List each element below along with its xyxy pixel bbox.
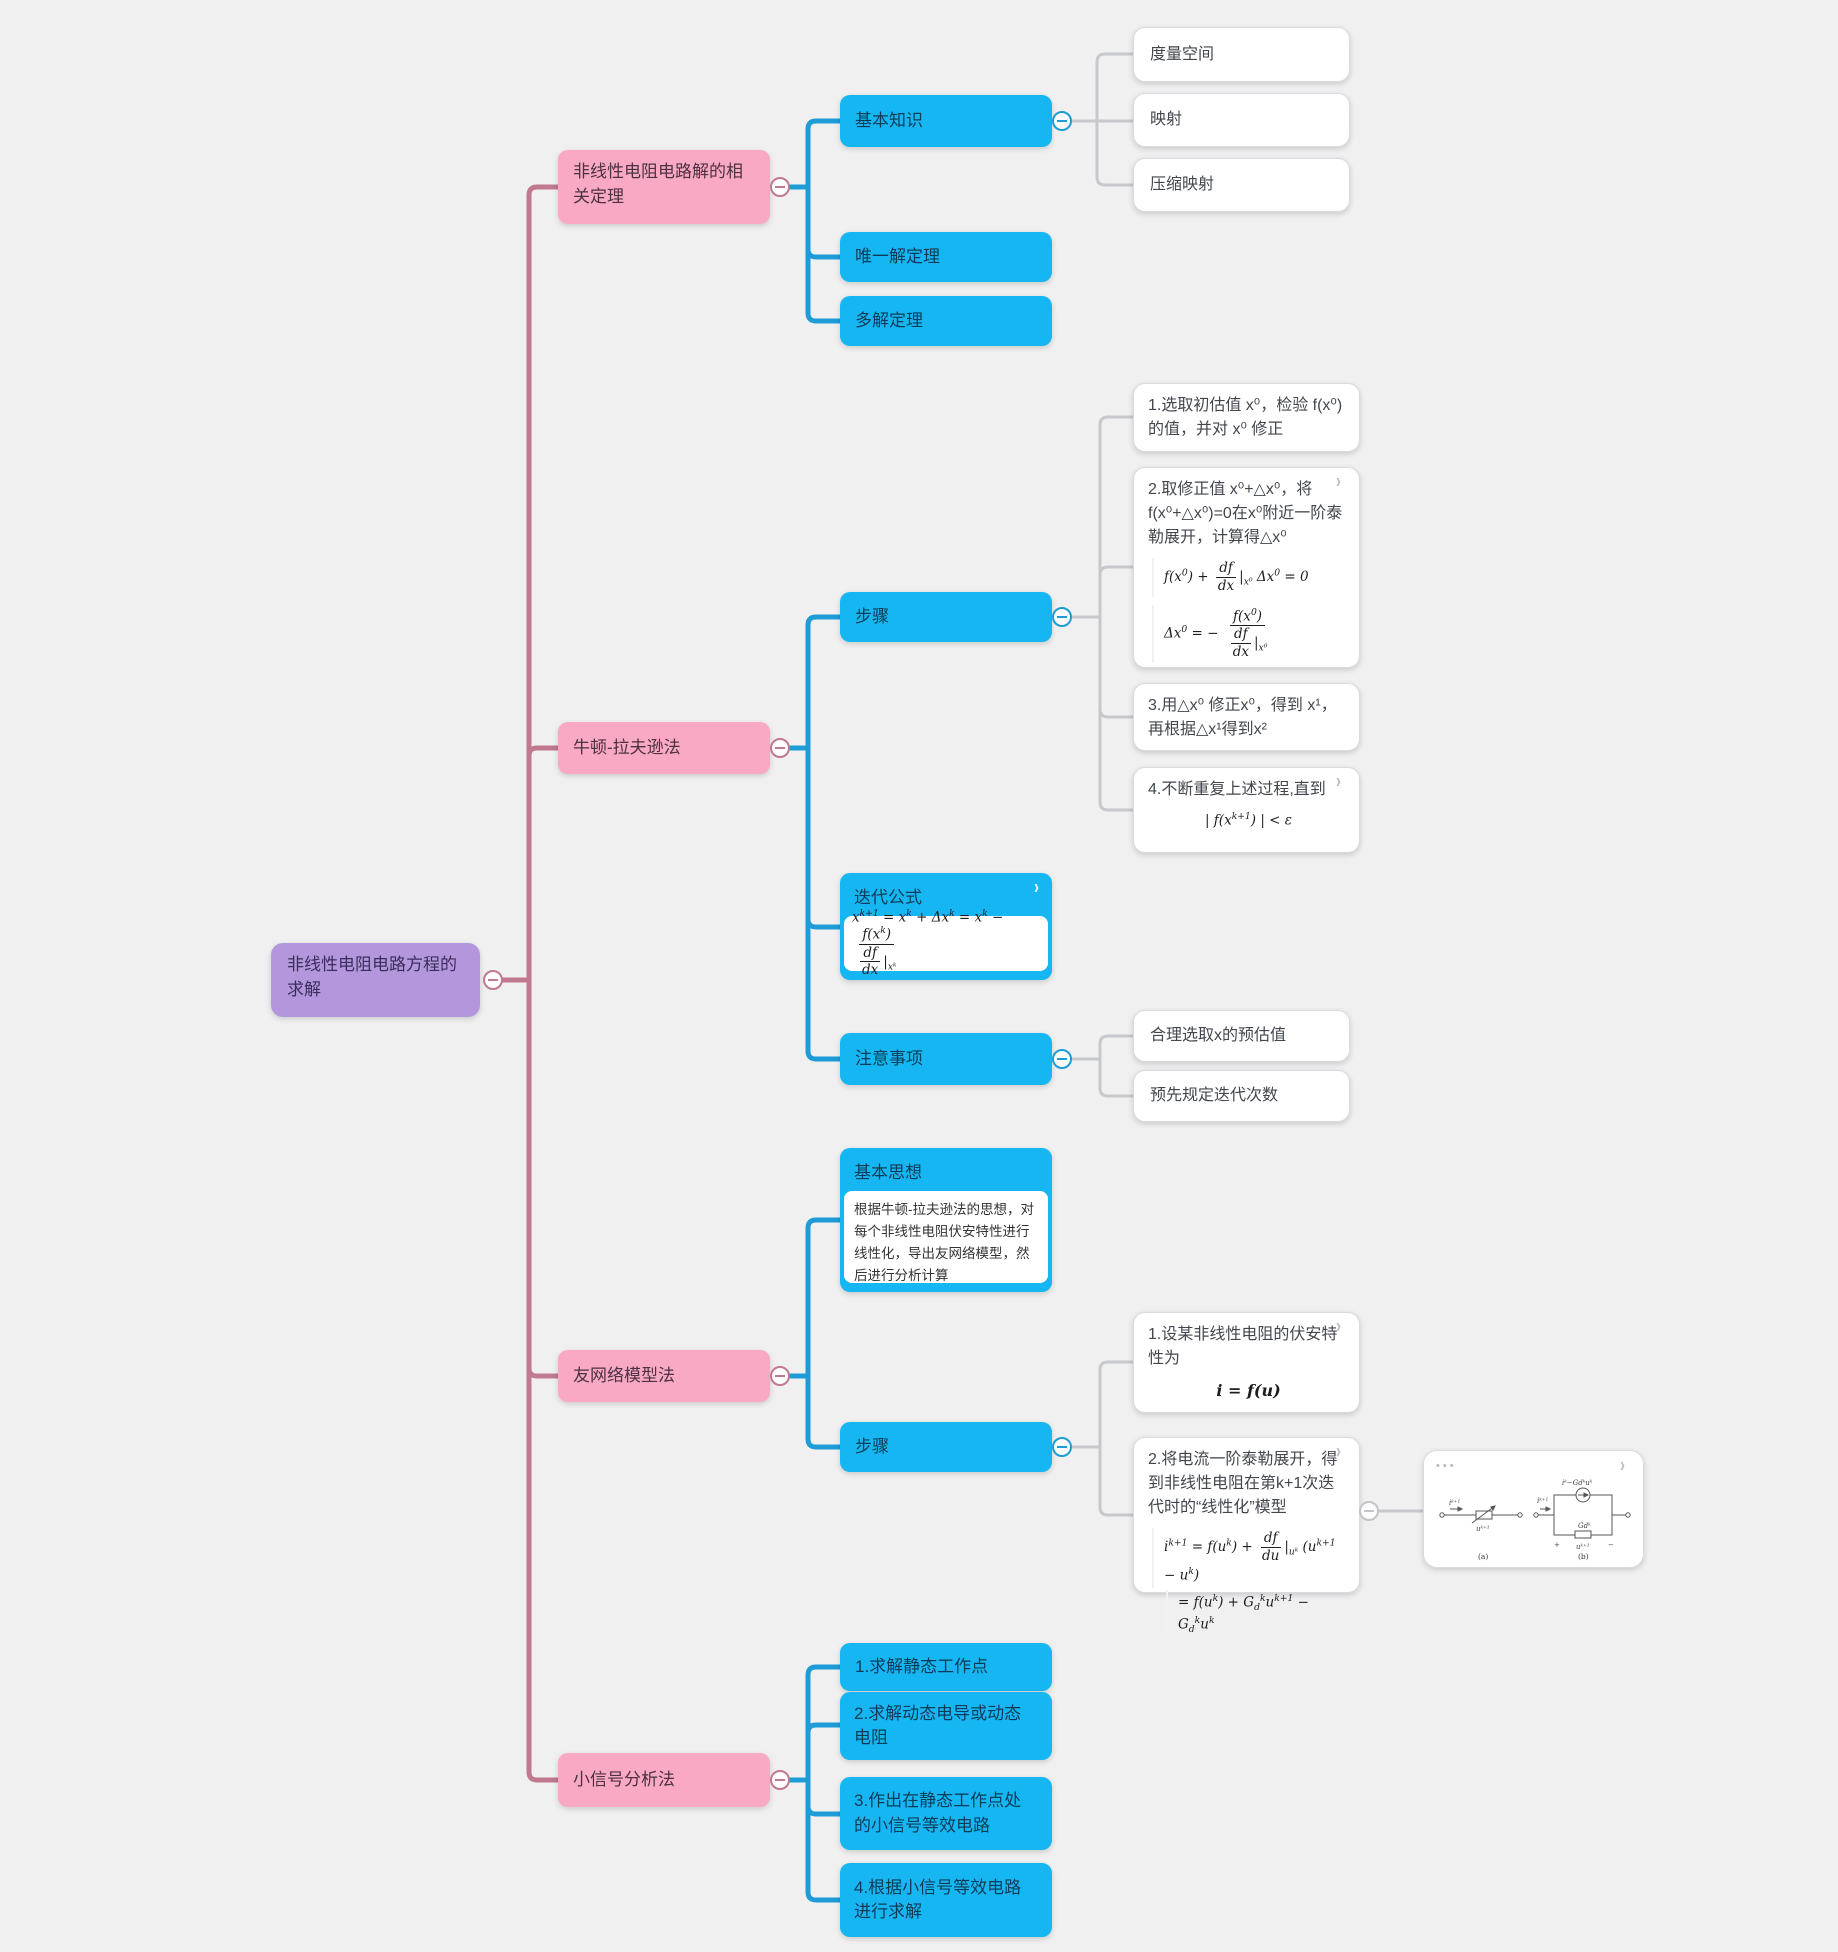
label-ib: iᵏ⁺¹ [1537, 1497, 1548, 1505]
leaf-contraction-mapping[interactable]: 压缩映射 [1133, 158, 1350, 212]
topic-basic-knowledge[interactable]: 基本知识 [840, 95, 1052, 147]
leaf-mapping[interactable]: 映射 [1133, 93, 1350, 147]
collapse-toggle-theorems[interactable] [770, 177, 790, 197]
leaf-label: 4.不断重复上述过程,直到 [1148, 781, 1326, 798]
leaf-label: 合理选取x的预估值 [1150, 1027, 1287, 1044]
topic-label: 1.求解静态工作点 [855, 1656, 989, 1676]
collapse-toggle-basic-knowledge[interactable] [1052, 111, 1072, 131]
topic-label: 3.作出在静态工作点处的小信号等效电路 [854, 1791, 1022, 1835]
topic-steps-newton[interactable]: 步骤 [840, 592, 1052, 642]
expand-icon-newton-step2[interactable]: › [1336, 470, 1341, 493]
more-icon: ••• [1436, 1460, 1457, 1472]
blue-branch-lines [787, 118, 843, 1903]
topic-multiple-solution-theorem[interactable]: 多解定理 [840, 296, 1052, 346]
newton-step4-formula: | f(xk+1) | < ε [1204, 811, 1293, 829]
topic-label: 基本思想 [854, 1163, 922, 1182]
root-topic[interactable]: 非线性电阻电路方程的求解 [271, 943, 480, 1017]
collapse-toggle-small-signal[interactable] [770, 1770, 790, 1790]
label-source: iᵏ−Gdᵏuᵏ [1562, 1479, 1593, 1487]
leaf-label: 压缩映射 [1150, 176, 1215, 193]
topic-label: 非线性电阻电路解的相关定理 [573, 162, 743, 206]
topic-ss-step-1[interactable]: 1.求解静态工作点 [840, 1643, 1052, 1691]
topic-label: 步骤 [855, 1436, 889, 1456]
caption-a: (a) [1478, 1552, 1488, 1561]
topic-label: 友网络模型法 [573, 1365, 675, 1385]
label-ub: uᵏ⁺¹ [1576, 1543, 1590, 1551]
topic-label: 迭代公式 [854, 888, 922, 907]
leaf-newton-step-2[interactable]: 2.取修正值 x⁰+△x⁰，将 f(x⁰+△x⁰)=0在x⁰附近一阶泰勒展开，计… [1133, 467, 1360, 668]
topic-ss-step-2[interactable]: 2.求解动态电导或动态电阻 [840, 1692, 1052, 1760]
expand-icon-newton-step4[interactable]: › [1336, 770, 1341, 793]
topic-label: 步骤 [855, 606, 889, 626]
root-topic-label: 非线性电阻电路方程的求解 [287, 955, 457, 999]
leaf-label: 预先规定迭代次数 [1150, 1087, 1279, 1104]
expand-icon-iteration[interactable]: › [1034, 876, 1039, 899]
leaf-note-2[interactable]: 预先规定迭代次数 [1133, 1070, 1350, 1122]
caption-b: (b) [1578, 1552, 1589, 1561]
leaf-label: 1.设某非线性电阻的伏安特性为 [1148, 1326, 1338, 1367]
topic-label: 牛顿-拉夫逊法 [573, 737, 681, 757]
circuit-diagram: iᵏ⁺¹ uᵏ⁺¹ iᵏ−Gdᵏuᵏ iᵏ⁺¹ Gdᵏ + uᵏ⁺¹ − (a)… [1439, 1479, 1631, 1561]
rose-branch-lines [500, 184, 561, 1783]
label-conductance: Gdᵏ [1578, 1522, 1591, 1530]
expand-icon-circuit[interactable]: › [1620, 1454, 1625, 1477]
topic-label: 4.根据小信号等效电路进行求解 [854, 1877, 1022, 1921]
leaf-newton-step-4[interactable]: 4.不断重复上述过程,直到 | f(xk+1) | < ε [1133, 767, 1360, 853]
label-ua: uᵏ⁺¹ [1476, 1525, 1490, 1533]
collapse-toggle-newton[interactable] [770, 738, 790, 758]
leaf-vi-characteristic[interactable]: 1.设某非线性电阻的伏安特性为 i = f(u) [1133, 1312, 1360, 1413]
topic-small-signal[interactable]: 小信号分析法 [558, 1753, 770, 1807]
topic-label: 小信号分析法 [573, 1769, 675, 1789]
collapse-toggle-taylor[interactable] [1359, 1501, 1379, 1521]
topic-basic-idea[interactable]: 基本思想 根据牛顿-拉夫逊法的思想，对每个非线性电阻伏安特性进行线性化，导出友网… [840, 1148, 1052, 1292]
leaf-newton-step-3[interactable]: 3.用△x⁰ 修正x⁰，得到 x¹，再根据△x¹得到x² [1133, 683, 1360, 751]
collapse-toggle-companion[interactable] [770, 1366, 790, 1386]
leaf-label: 1.选取初估值 x⁰，检验 f(x⁰) 的值，并对 x⁰ 修正 [1148, 397, 1343, 438]
topic-notes[interactable]: 注意事项 [840, 1033, 1052, 1085]
topic-unique-solution-theorem[interactable]: 唯一解定理 [840, 232, 1052, 282]
leaf-label: 2.取修正值 x⁰+△x⁰，将 f(x⁰+△x⁰)=0在x⁰附近一阶泰勒展开，计… [1148, 481, 1343, 546]
collapse-toggle-steps-newton[interactable] [1052, 607, 1072, 627]
gray-branch-lines [1070, 52, 1425, 1517]
collapse-toggle-steps-companion[interactable] [1052, 1437, 1072, 1457]
label-ia: iᵏ⁺¹ [1449, 1499, 1460, 1507]
topic-related-theorems[interactable]: 非线性电阻电路解的相关定理 [558, 150, 770, 224]
node-circuit-figure[interactable]: ••• iᵏ⁺¹ uᵏ⁺¹ [1423, 1450, 1644, 1568]
topic-ss-step-4[interactable]: 4.根据小信号等效电路进行求解 [840, 1863, 1052, 1937]
expand-icon-vi[interactable]: › [1336, 1315, 1341, 1338]
topic-companion-network[interactable]: 友网络模型法 [558, 1350, 770, 1402]
leaf-label: 2.将电流一阶泰勒展开，得到非线性电阻在第k+1次迭代时的“线性化”模型 [1148, 1451, 1338, 1516]
collapse-toggle-notes[interactable] [1052, 1049, 1072, 1069]
leaf-newton-step-1[interactable]: 1.选取初估值 x⁰，检验 f(x⁰) 的值，并对 x⁰ 修正 [1133, 383, 1360, 452]
taylor-formula-line2: = f(uk) + Gdkuk+1 − Gdkuk [1166, 1589, 1345, 1640]
topic-label: 多解定理 [855, 310, 923, 330]
leaf-taylor-expansion[interactable]: 2.将电流一阶泰勒展开，得到非线性电阻在第k+1次迭代时的“线性化”模型 ik+… [1133, 1437, 1360, 1640]
topic-label: 基本知识 [855, 110, 923, 130]
collapse-toggle-root[interactable] [483, 970, 503, 990]
leaf-label: 3.用△x⁰ 修正x⁰，得到 x¹，再根据△x¹得到x² [1148, 697, 1337, 738]
basic-idea-body: 根据牛顿-拉夫逊法的思想，对每个非线性电阻伏安特性进行线性化，导出友网络模型，然… [844, 1191, 1048, 1283]
label-plus: + [1554, 1541, 1560, 1549]
topic-newton-raphson[interactable]: 牛顿-拉夫逊法 [558, 722, 770, 774]
expand-icon-taylor[interactable]: › [1336, 1440, 1341, 1463]
topic-label: 注意事项 [855, 1048, 923, 1068]
leaf-label: 度量空间 [1150, 45, 1215, 63]
vi-characteristic-formula: i = f(u) [1216, 1381, 1281, 1400]
label-minus: − [1608, 1541, 1614, 1549]
topic-ss-step-3[interactable]: 3.作出在静态工作点处的小信号等效电路 [840, 1777, 1052, 1850]
topic-steps-companion[interactable]: 步骤 [840, 1422, 1052, 1472]
topic-label: 唯一解定理 [855, 246, 940, 266]
leaf-metric-space[interactable]: 度量空间 [1133, 27, 1350, 82]
leaf-note-1[interactable]: 合理选取x的预估值 [1133, 1010, 1350, 1062]
leaf-label: 映射 [1150, 111, 1183, 128]
topic-label: 2.求解动态电导或动态电阻 [854, 1703, 1022, 1747]
